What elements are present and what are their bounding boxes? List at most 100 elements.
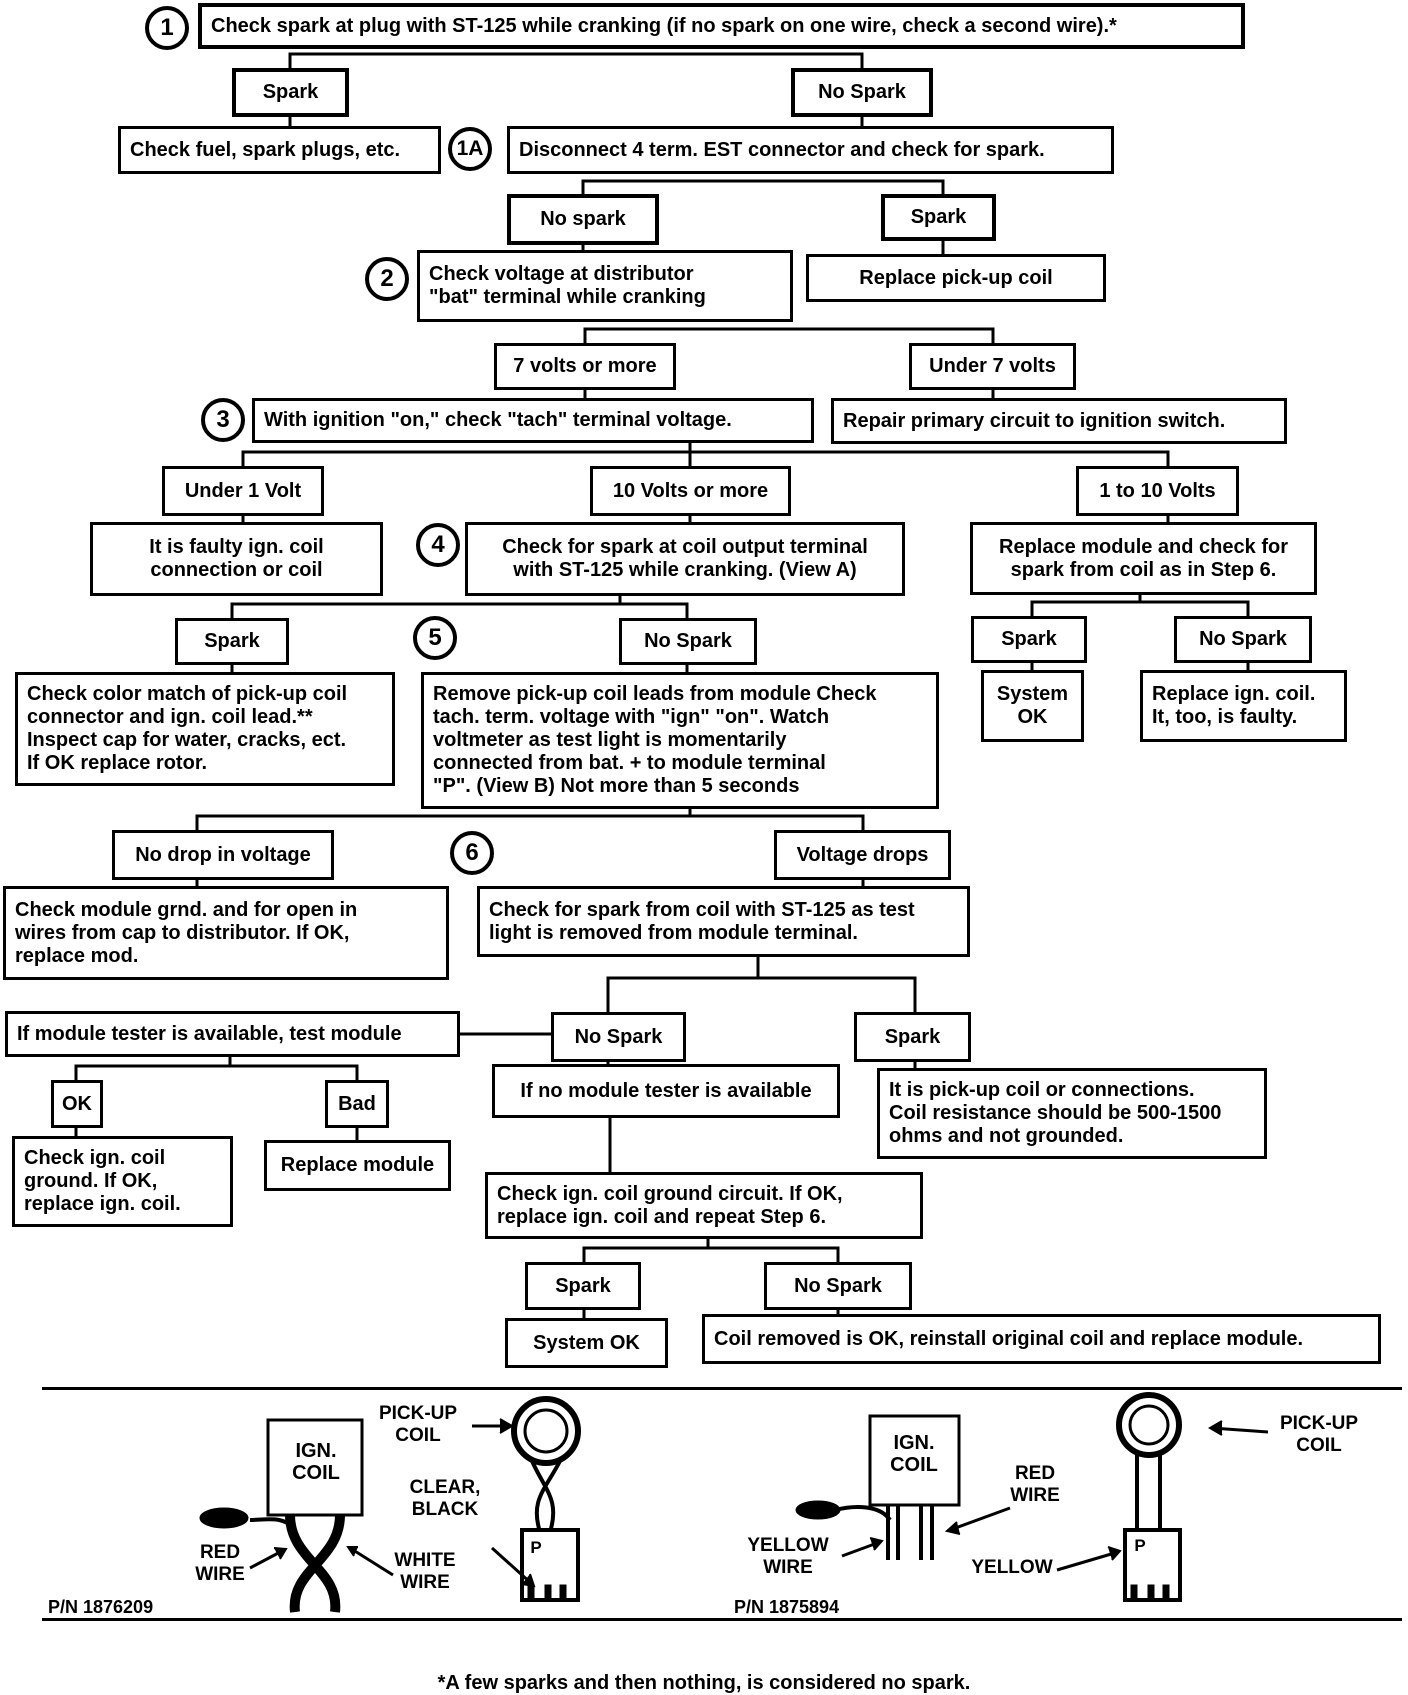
red-wire-label: RED WIRE (195, 1542, 245, 1585)
system-ok-box: System OK (505, 1318, 668, 1368)
lead-wire (834, 1505, 892, 1522)
terminal-p-label: P (530, 1538, 542, 1557)
spark-box: Spark (881, 194, 996, 241)
tach-terminal-voltage-box: With ignition "on," check "tach" termina… (252, 398, 814, 443)
red-wire-label: RED WIRE (1010, 1463, 1060, 1506)
step-6-marker: 6 (450, 831, 494, 875)
connector (288, 52, 864, 68)
coil-removed-ok-box: Coil removed is OK, reinstall original c… (702, 1314, 1381, 1364)
footnote: *A few sparks and then nothing, is consi… (437, 1672, 971, 1694)
no-spark-box: No Spark (551, 1012, 686, 1062)
spark-box: Spark (175, 618, 289, 665)
faulty-ign-coil-box: It is faulty ign. coil connection or coi… (90, 522, 383, 596)
ign-coil-block (266, 1418, 364, 1517)
module-pin (544, 1584, 552, 1599)
voltage-drops-box: Voltage drops (774, 830, 951, 880)
arrowhead (346, 1546, 358, 1557)
step-5-marker: 5 (413, 616, 457, 660)
pickup-coil-label: PICK-UP COIL (1279, 1413, 1359, 1456)
one-to-ten-volts-box: 1 to 10 Volts (1076, 466, 1239, 516)
no-spark-box: No Spark (764, 1262, 912, 1310)
arrowhead (944, 1521, 961, 1535)
terminal-p-label: P (1134, 1536, 1146, 1555)
clear-black-label: CLEAR, BLACK (409, 1477, 481, 1520)
pickup-lead (530, 1460, 556, 1533)
step-1a-marker: 1A (448, 127, 492, 171)
connector (583, 327, 995, 343)
arrowhead (869, 1537, 884, 1551)
connector (581, 179, 945, 194)
connector (241, 450, 1170, 466)
arrowhead (1107, 1546, 1122, 1561)
connector (74, 1064, 359, 1080)
no-spark-box: No spark (507, 194, 659, 245)
yellow-wire-label: YELLOW WIRE (747, 1535, 829, 1578)
arrowhead (273, 1547, 288, 1560)
ground-terminal (199, 1507, 249, 1529)
ign-coil-label: IGN. COIL (890, 1432, 938, 1476)
pickup-coil-ring-inner (523, 1408, 569, 1454)
connector (195, 814, 865, 830)
divider-line (42, 1618, 1402, 1621)
seven-volts-or-more-box: 7 volts or more (494, 343, 676, 390)
replace-module-check-box: Replace module and check for spark from … (970, 522, 1317, 595)
remove-pickup-leads-box: Remove pick-up coil leads from module Ch… (421, 672, 939, 809)
bad-box: Bad (325, 1080, 389, 1128)
arrowhead (499, 1418, 514, 1434)
no-spark-box: No Spark (619, 618, 757, 665)
leader-arrow (949, 1506, 1011, 1532)
leader-arrow (349, 1546, 394, 1577)
pickup-coil-ring-outer (1116, 1392, 1182, 1458)
lead-wire (249, 1517, 297, 1532)
check-fuel-box: Check fuel, spark plugs, etc. (118, 126, 441, 174)
step-3-marker: 3 (201, 398, 245, 442)
pickup-coil-or-connections-box: It is pick-up coil or connections. Coil … (877, 1068, 1267, 1159)
arrowhead (1208, 1420, 1223, 1436)
white-wire-inner (292, 1514, 342, 1613)
disconnect-est-connector-box: Disconnect 4 term. EST connector and che… (507, 126, 1114, 174)
leader-arrow (1056, 1550, 1119, 1572)
ground-terminal (795, 1500, 841, 1520)
yellow-label: YELLOW (971, 1557, 1053, 1578)
ok-box: OK (51, 1080, 103, 1128)
module-pin (1147, 1584, 1155, 1599)
connector (606, 976, 917, 1012)
connector (582, 1246, 840, 1262)
leader-arrow (490, 1546, 534, 1586)
replace-pickup-coil-box: Replace pick-up coil (806, 254, 1106, 302)
spark-box: Spark (854, 1012, 971, 1062)
check-coil-output-box: Check for spark at coil output terminal … (465, 522, 905, 596)
under-seven-volts-box: Under 7 volts (909, 343, 1076, 390)
ten-volts-or-more-box: 10 Volts or more (590, 466, 791, 516)
pickup-coil-ring-inner (1128, 1404, 1170, 1446)
check-color-match-box: Check color match of pick-up coil connec… (15, 672, 395, 786)
check-spark-from-coil-box: Check for spark from coil with ST-125 as… (477, 886, 970, 957)
check-ign-coil-ground-box: Check ign. coil ground. If OK, replace i… (12, 1136, 233, 1227)
pickup-coil-ring-outer (511, 1396, 581, 1466)
repair-primary-circuit-box: Repair primary circuit to ignition switc… (831, 398, 1287, 444)
no-drop-in-voltage-box: No drop in voltage (112, 830, 334, 880)
replace-module-box: Replace module (264, 1140, 451, 1191)
step-1-marker: 1 (145, 6, 189, 50)
spark-box: Spark (971, 616, 1087, 663)
check-module-ground-box: Check module grnd. and for open in wires… (3, 886, 449, 980)
module-pin (527, 1584, 535, 1599)
module-pin (1162, 1584, 1170, 1599)
ign-coil-block (868, 1414, 961, 1507)
ign-coil-label: IGN. COIL (292, 1440, 340, 1484)
replace-ign-coil-faulty-box: Replace ign. coil. It, too, is faulty. (1140, 670, 1347, 742)
part-number-label: P/N 1875894 (734, 1597, 840, 1617)
part-number-label: P/N 1876209 (48, 1597, 154, 1617)
step-2-marker: 2 (365, 257, 409, 301)
module-pin (559, 1584, 567, 1599)
pickup-lead (534, 1460, 562, 1533)
check-ign-coil-ground-circuit-box: Check ign. coil ground circuit. If OK, r… (485, 1172, 923, 1239)
no-module-tester-box: If no module tester is available (492, 1064, 840, 1118)
pickup-coil-label: PICK-UP COIL (378, 1403, 458, 1446)
module-pin (1130, 1584, 1138, 1599)
step-4-marker: 4 (416, 523, 460, 567)
spark-box: Spark (232, 68, 349, 117)
no-spark-box: No Spark (1174, 616, 1312, 663)
